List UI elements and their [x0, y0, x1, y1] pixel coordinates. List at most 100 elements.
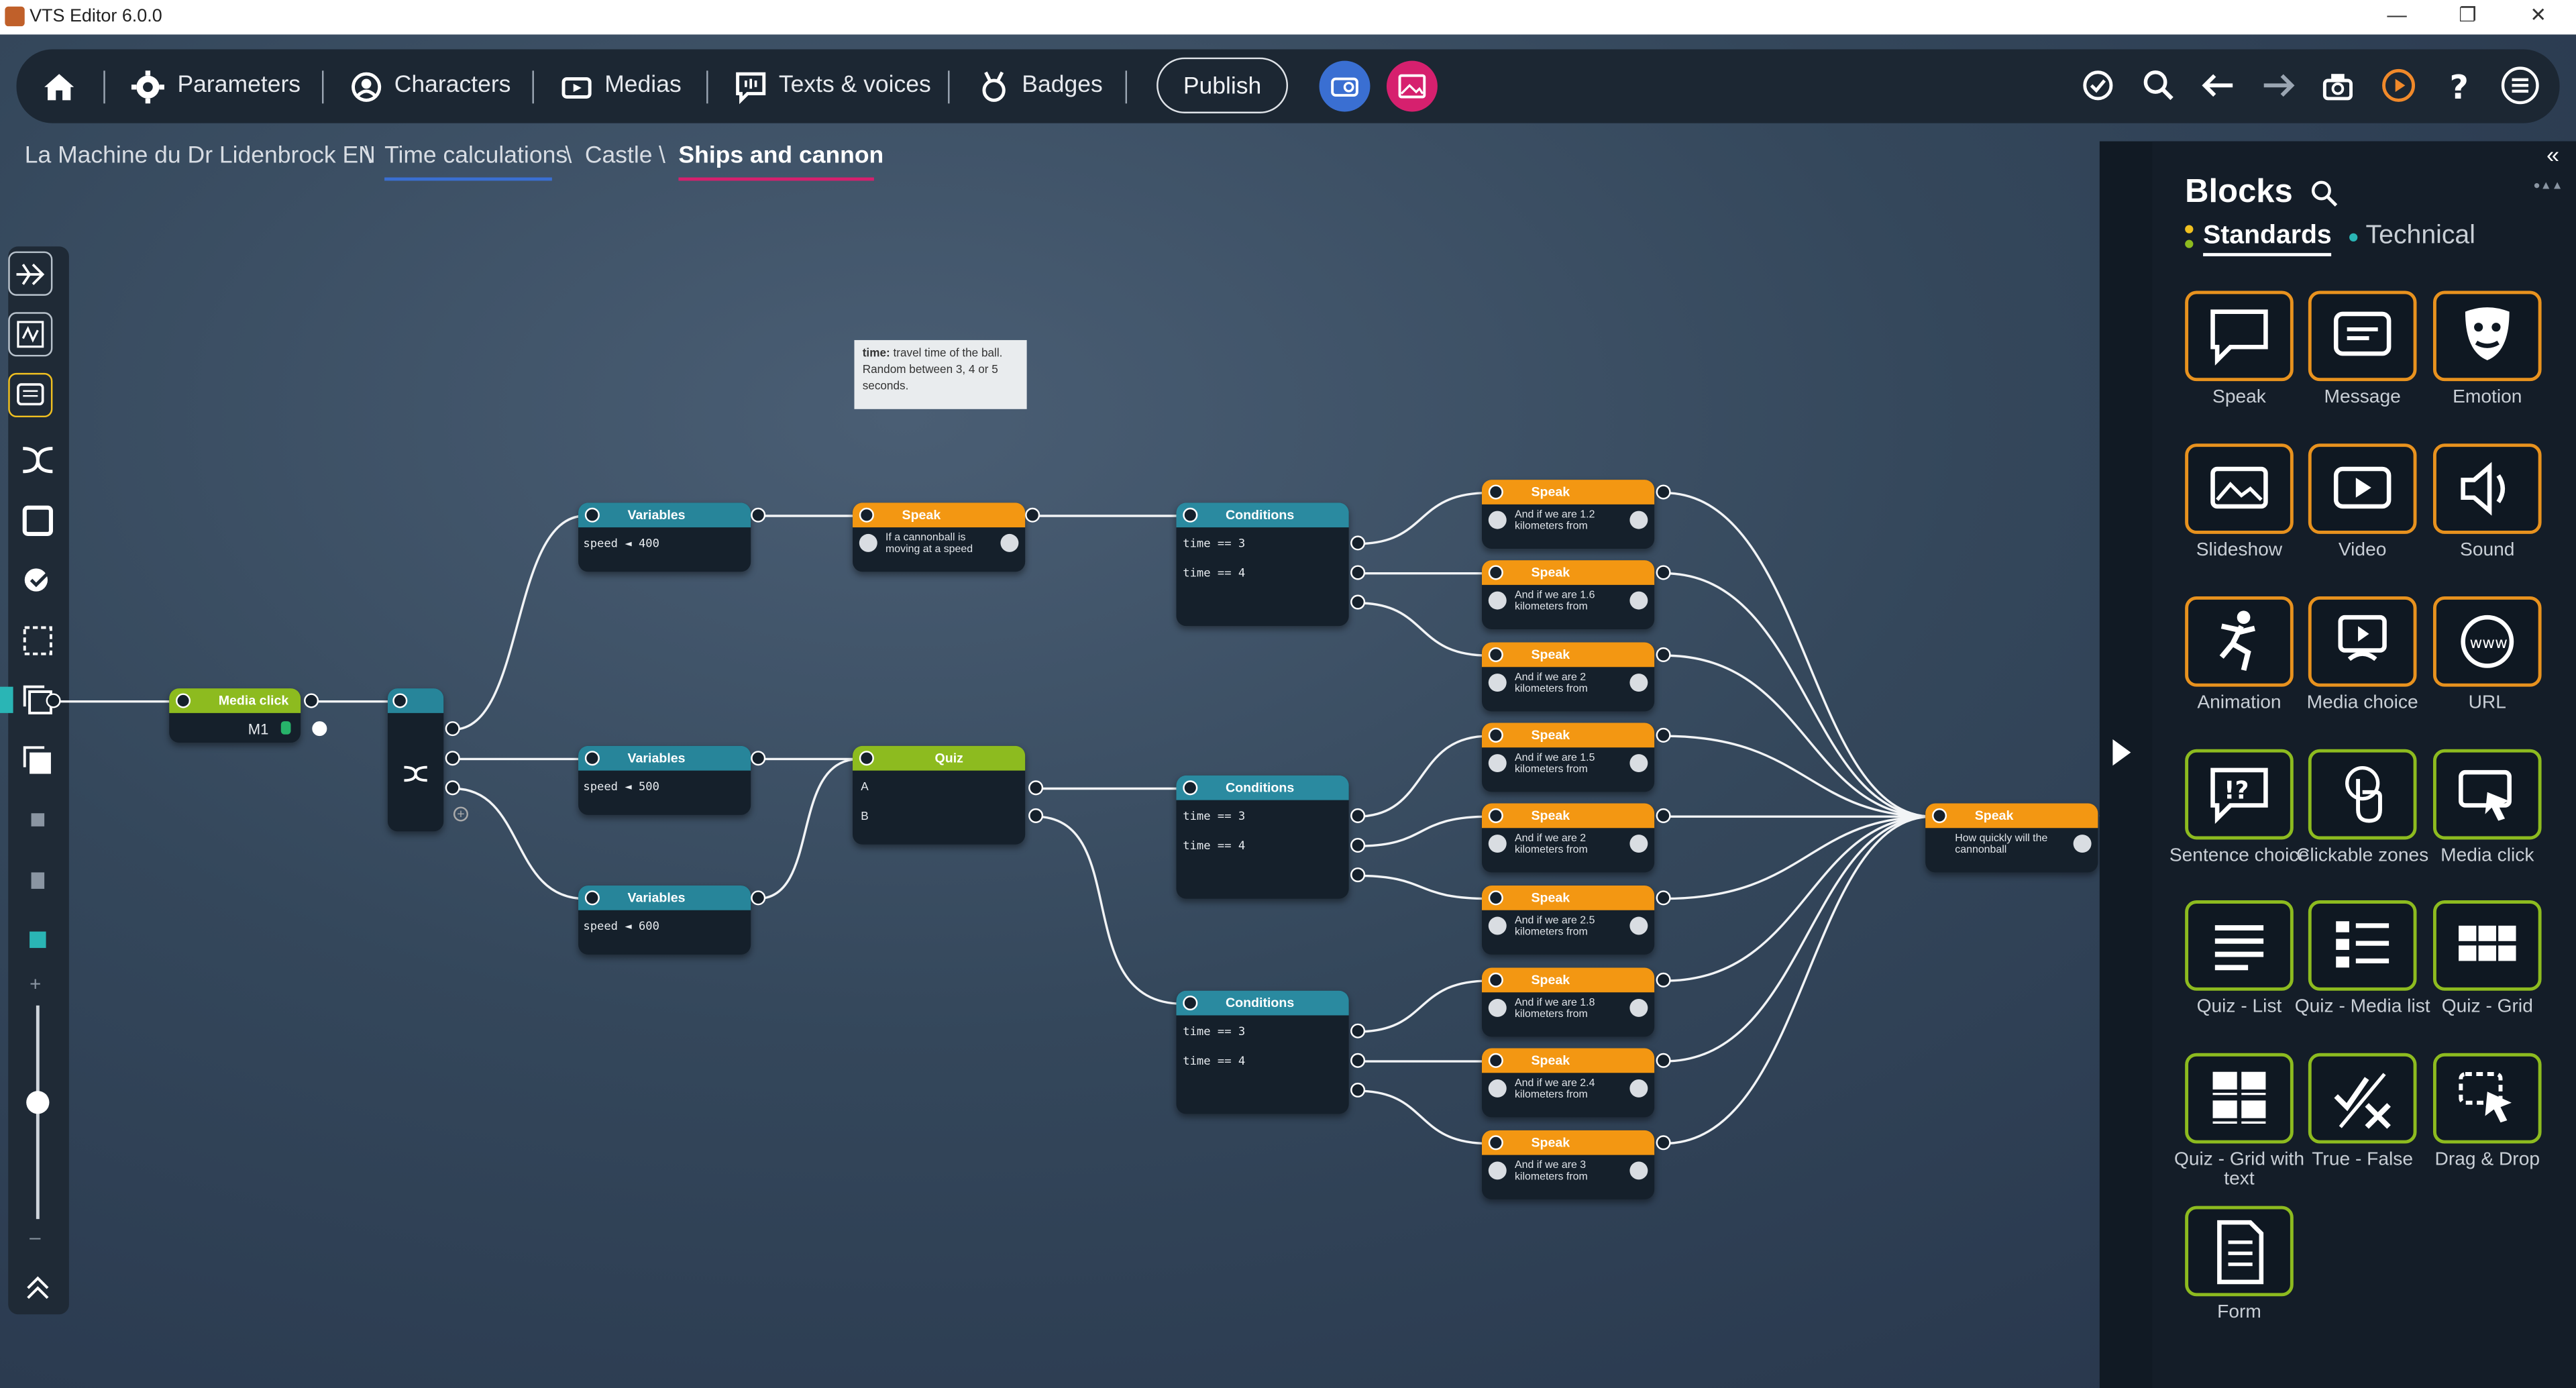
- variables-block[interactable]: Variables speed ◄ 500: [578, 745, 751, 815]
- badge-icon[interactable]: [976, 69, 1012, 105]
- help-icon[interactable]: ?: [2441, 67, 2477, 103]
- selection-icon[interactable]: [18, 621, 58, 661]
- add-output-icon[interactable]: +: [453, 806, 468, 822]
- input-connector[interactable]: [176, 693, 191, 708]
- input-connector[interactable]: [1932, 808, 1947, 823]
- output-connector[interactable]: [445, 751, 460, 766]
- output-connector[interactable]: [1350, 1023, 1366, 1038]
- input-connector[interactable]: [392, 693, 408, 708]
- frame-icon[interactable]: [18, 501, 58, 541]
- start-block-tool[interactable]: [8, 251, 53, 296]
- menu-icon[interactable]: [2500, 66, 2540, 105]
- output-connector[interactable]: [312, 721, 327, 737]
- input-connector[interactable]: [584, 751, 600, 766]
- panel-size-icon[interactable]: ●▲▲: [2533, 180, 2563, 193]
- output-connector[interactable]: [1350, 535, 1366, 551]
- undo-arrow-icon[interactable]: [2200, 67, 2236, 103]
- output-connector[interactable]: [1028, 808, 1044, 823]
- block-media-click[interactable]: [2432, 749, 2542, 840]
- output-connector[interactable]: [1656, 727, 1671, 743]
- capture-icon[interactable]: [2320, 67, 2356, 103]
- play-scenario-icon[interactable]: [2381, 67, 2417, 103]
- output-connector[interactable]: [751, 890, 766, 906]
- characters-menu[interactable]: Characters: [394, 72, 511, 99]
- tab-technical[interactable]: Technical: [2365, 221, 2475, 250]
- input-connector[interactable]: [1488, 1135, 1503, 1151]
- maximize-icon[interactable]: ❐: [2459, 3, 2477, 27]
- block-media-choice[interactable]: [2308, 596, 2417, 687]
- else-output-connector[interactable]: [1350, 1082, 1366, 1098]
- publish-button[interactable]: Publish: [1157, 57, 1289, 113]
- texts-voices-icon[interactable]: [733, 69, 769, 105]
- output-connector[interactable]: [1028, 780, 1044, 796]
- breadcrumb-scene[interactable]: Castle: [584, 143, 653, 170]
- input-connector[interactable]: [1488, 647, 1503, 662]
- search-icon[interactable]: [2141, 67, 2177, 103]
- input-connector[interactable]: [1488, 484, 1503, 500]
- input-connector[interactable]: [1488, 890, 1503, 906]
- preview-scene-button[interactable]: [1319, 60, 1371, 112]
- output-connector[interactable]: [304, 693, 319, 708]
- output-connector[interactable]: [1350, 1053, 1366, 1068]
- variables-block[interactable]: Variables speed ◄ 400: [578, 502, 751, 572]
- check-icon[interactable]: [2080, 67, 2116, 103]
- else-output-connector[interactable]: [1350, 867, 1366, 883]
- close-icon[interactable]: ✕: [2530, 3, 2547, 27]
- input-connector[interactable]: [1488, 727, 1503, 743]
- search-blocks-icon[interactable]: [2310, 179, 2339, 209]
- output-connector[interactable]: [1656, 1135, 1671, 1151]
- input-connector[interactable]: [584, 890, 600, 906]
- block-speech-bubble[interactable]: [2185, 290, 2294, 382]
- zoom-level-medium-icon[interactable]: [23, 866, 52, 896]
- block-animation[interactable]: [2185, 596, 2294, 687]
- block-quiz-media-list[interactable]: [2308, 900, 2417, 991]
- variables-block[interactable]: Variables speed ◄ 600: [578, 886, 751, 955]
- block-drag-drop[interactable]: [2432, 1053, 2542, 1144]
- output-connector[interactable]: [1656, 1053, 1671, 1068]
- texts-voices-menu[interactable]: Texts & voices: [778, 72, 931, 99]
- output-connector[interactable]: [445, 780, 460, 796]
- output-connector[interactable]: [1350, 808, 1366, 823]
- zoom-level-small-icon[interactable]: [23, 805, 52, 835]
- input-connector[interactable]: [1183, 780, 1198, 796]
- output-connector[interactable]: [1350, 565, 1366, 580]
- zoom-in-icon[interactable]: +: [30, 972, 42, 996]
- block-clickable-zones[interactable]: [2308, 749, 2417, 840]
- output-connector[interactable]: [1656, 890, 1671, 906]
- input-connector[interactable]: [1183, 996, 1198, 1011]
- random-shuffle-icon[interactable]: [18, 440, 58, 480]
- input-connector[interactable]: [1488, 565, 1503, 580]
- output-connector[interactable]: [445, 721, 460, 737]
- medias-icon[interactable]: [559, 69, 595, 105]
- output-connector[interactable]: [1656, 565, 1671, 580]
- conditions-block[interactable]: Conditions time == 3 time == 4: [1176, 775, 1349, 899]
- output-connector[interactable]: [1025, 507, 1040, 523]
- breadcrumb-project[interactable]: La Machine du Dr Lidenbrock EN: [24, 143, 376, 170]
- output-connector[interactable]: [1656, 484, 1671, 500]
- block-emotion-mask[interactable]: [2432, 290, 2542, 382]
- output-connector[interactable]: [1656, 647, 1671, 662]
- collapse-panel-icon[interactable]: «: [2546, 141, 2560, 168]
- output-connector[interactable]: [751, 507, 766, 523]
- output-connector[interactable]: [1656, 972, 1671, 987]
- home-icon[interactable]: [41, 69, 77, 105]
- tab-standards[interactable]: Standards: [2203, 221, 2332, 250]
- block-url[interactable]: www: [2432, 596, 2542, 687]
- zoom-slider-handle[interactable]: [26, 1091, 50, 1114]
- block-quiz-list[interactable]: [2185, 900, 2294, 991]
- input-connector[interactable]: [584, 507, 600, 523]
- breadcrumb-chapter[interactable]: Time calculations: [384, 143, 568, 170]
- characters-icon[interactable]: [348, 69, 384, 105]
- background-image-button[interactable]: [1386, 60, 1438, 112]
- block-true-false[interactable]: [2308, 1053, 2417, 1144]
- media-click-block[interactable]: Media click M1: [169, 688, 301, 743]
- block-message[interactable]: [2308, 290, 2417, 382]
- input-connector[interactable]: [1183, 507, 1198, 523]
